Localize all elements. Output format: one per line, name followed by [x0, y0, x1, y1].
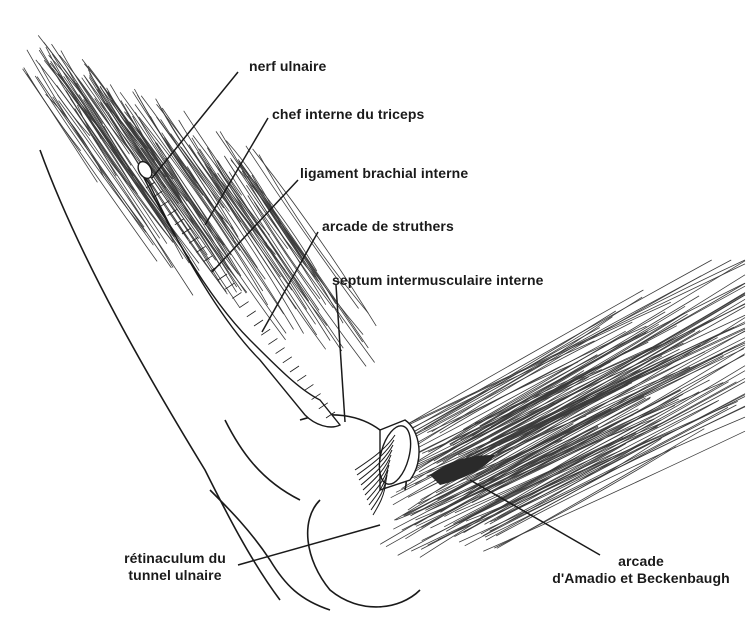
label-arcade-de-struthers: arcade de struthers — [322, 218, 454, 235]
upper-arm-muscle-fibers — [23, 35, 377, 366]
label-retinaculum: rétinaculum du tunnel ulnaire — [100, 550, 250, 584]
nerve-hatch-tick — [240, 302, 249, 308]
fiber-stroke — [463, 382, 736, 533]
label-arcade-amadio-line1: arcade — [543, 553, 739, 570]
label-retinaculum-line2: tunnel ulnaire — [100, 567, 250, 584]
label-arcade-amadio-line2: d'Amadio et Beckenbaugh — [543, 570, 739, 587]
fiber-stroke — [52, 44, 132, 165]
fiber-stroke — [52, 54, 174, 235]
nerve-hatch-tick — [304, 384, 313, 390]
forearm-muscle-fibers — [380, 260, 745, 557]
retinaculum-band — [374, 420, 419, 490]
nerve-hatch-tick — [247, 311, 256, 317]
fiber-stroke — [229, 172, 319, 311]
nerve-hatch-tick — [290, 366, 299, 372]
nerve-hatch-tick — [283, 357, 292, 363]
nerve-hatch-tick — [232, 292, 241, 298]
nerve-hatch-tick — [276, 348, 285, 354]
label-arcade-amadio: arcade d'Amadio et Beckenbaugh — [543, 553, 739, 587]
fiber-stroke — [402, 302, 671, 428]
label-nerf-ulnaire: nerf ulnaire — [249, 58, 326, 75]
nerve-hatch-tick — [297, 375, 306, 381]
fiber-stroke — [393, 324, 659, 465]
fiber-stroke — [106, 103, 215, 260]
label-retinaculum-line1: rétinaculum du — [100, 550, 250, 567]
fiber-stroke — [141, 96, 210, 195]
fiber-stroke — [57, 95, 173, 268]
label-septum-intermusculaire: septum intermusculaire interne — [332, 272, 544, 289]
label-chef-interne-triceps: chef interne du triceps — [272, 106, 424, 123]
label-ligament-brachial-interne: ligament brachial interne — [300, 165, 468, 182]
fiber-stroke — [59, 101, 194, 296]
nerve-hatch-tick — [268, 338, 277, 344]
nerve-hatch-tick — [254, 320, 263, 326]
